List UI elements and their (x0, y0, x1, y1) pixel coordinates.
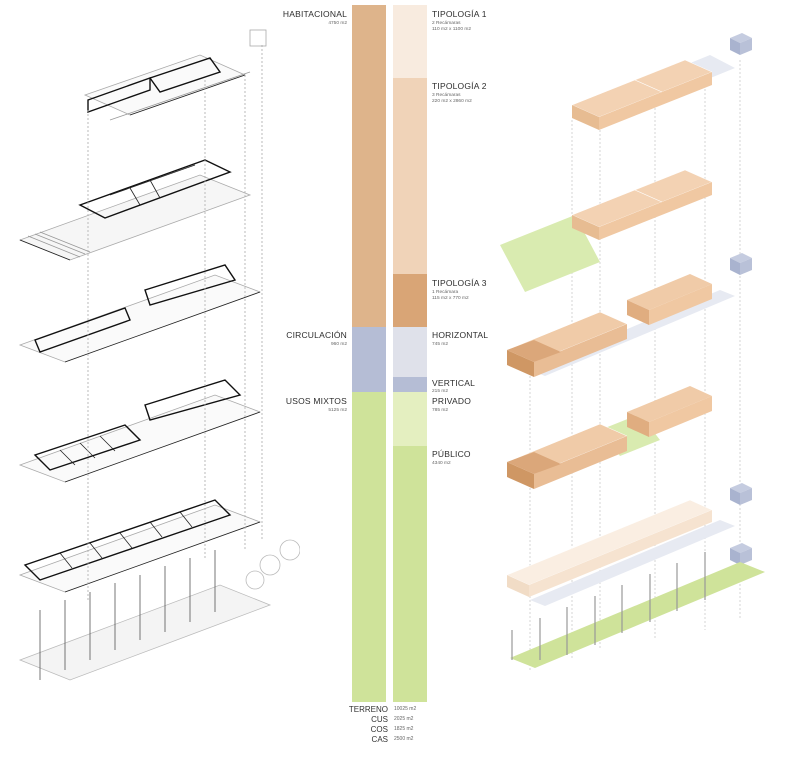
ground-level (18, 539, 300, 681)
desc-tipologia3: 1 Recámara (432, 290, 459, 295)
volume-level-5 (571, 33, 752, 130)
label-habitacional: HABITACIONAL (282, 9, 347, 19)
total-label: COS (370, 724, 388, 734)
total-label: TERRENO (348, 704, 388, 714)
bar-tipologia3 (393, 274, 427, 327)
label-vertical: VERTICAL (432, 378, 476, 388)
total-row: TERRENO 10025 m2 (330, 704, 450, 714)
value-habitacional: 4750 m2 (328, 21, 347, 26)
value-circulacion: 960 m2 (331, 342, 347, 347)
label-tipologia1: TIPOLOGÍA 1 (432, 9, 487, 19)
area-tipologia2: 220 m2 x 2860 m2 (432, 99, 472, 104)
total-label: CUS (371, 714, 388, 724)
label-horizontal: HORIZONTAL (432, 330, 489, 340)
area-tipologia3: 115 m2 x 770 m2 (432, 296, 469, 301)
volume-level-3 (506, 253, 752, 377)
volume-level-4 (500, 169, 713, 292)
bar-tipologia1 (393, 5, 427, 78)
bar-publico (393, 446, 427, 702)
bar-horizontal (393, 327, 427, 377)
floor-plan-level-1 (18, 499, 262, 593)
volume-level-2 (506, 386, 712, 489)
label-privado: PRIVADO (432, 396, 472, 406)
label-publico: PÚBLICO (432, 449, 471, 459)
volume-level-1 (506, 483, 752, 606)
axonometric-floorplans (18, 29, 300, 681)
bar-privado (393, 392, 427, 446)
value-horizontal: 745 m2 (432, 342, 448, 347)
bar-circulacion (352, 327, 386, 392)
total-value: 1825 m2 (394, 726, 414, 732)
label-usos-mixtos: USOS MIXTOS (285, 396, 347, 406)
total-value: 2025 m2 (394, 716, 414, 722)
value-publico: 4340 m2 (432, 461, 451, 466)
floor-plan-level-5 (83, 29, 267, 121)
floor-plan-level-4 (18, 159, 252, 261)
desc-tipologia1: 2 Recámaras (432, 21, 461, 26)
desc-tipologia2: 3 Recámaras (432, 93, 461, 98)
total-row: CAS 2500 m2 (330, 734, 450, 744)
value-vertical: 215 m2 (432, 389, 448, 394)
value-usos-mixtos: 5125 m2 (328, 408, 347, 413)
floor-plan-level-2 (18, 379, 262, 483)
total-value: 2500 m2 (394, 736, 414, 742)
total-row: CUS 2025 m2 (330, 714, 450, 724)
bar-usos-mixtos (352, 392, 386, 702)
floor-plan-level-3 (18, 264, 262, 363)
totals-table: TERRENO 10025 m2 CUS 2025 m2 COS 1825 m2… (330, 704, 450, 744)
total-row: COS 1825 m2 (330, 724, 450, 734)
label-tipologia3: TIPOLOGÍA 3 (432, 278, 487, 288)
label-circulacion: CIRCULACIÓN (286, 330, 347, 340)
bar-habitacional (352, 5, 386, 327)
ground-plane (510, 552, 765, 668)
area-tipologia1: 110 m2 x 1100 m2 (432, 27, 472, 32)
total-label: CAS (371, 734, 388, 744)
value-privado: 785 m2 (432, 408, 448, 413)
bar-tipologia2 (393, 78, 427, 274)
total-value: 10025 m2 (394, 706, 417, 712)
bar-vertical (393, 377, 427, 392)
label-tipologia2: TIPOLOGÍA 2 (432, 81, 487, 91)
